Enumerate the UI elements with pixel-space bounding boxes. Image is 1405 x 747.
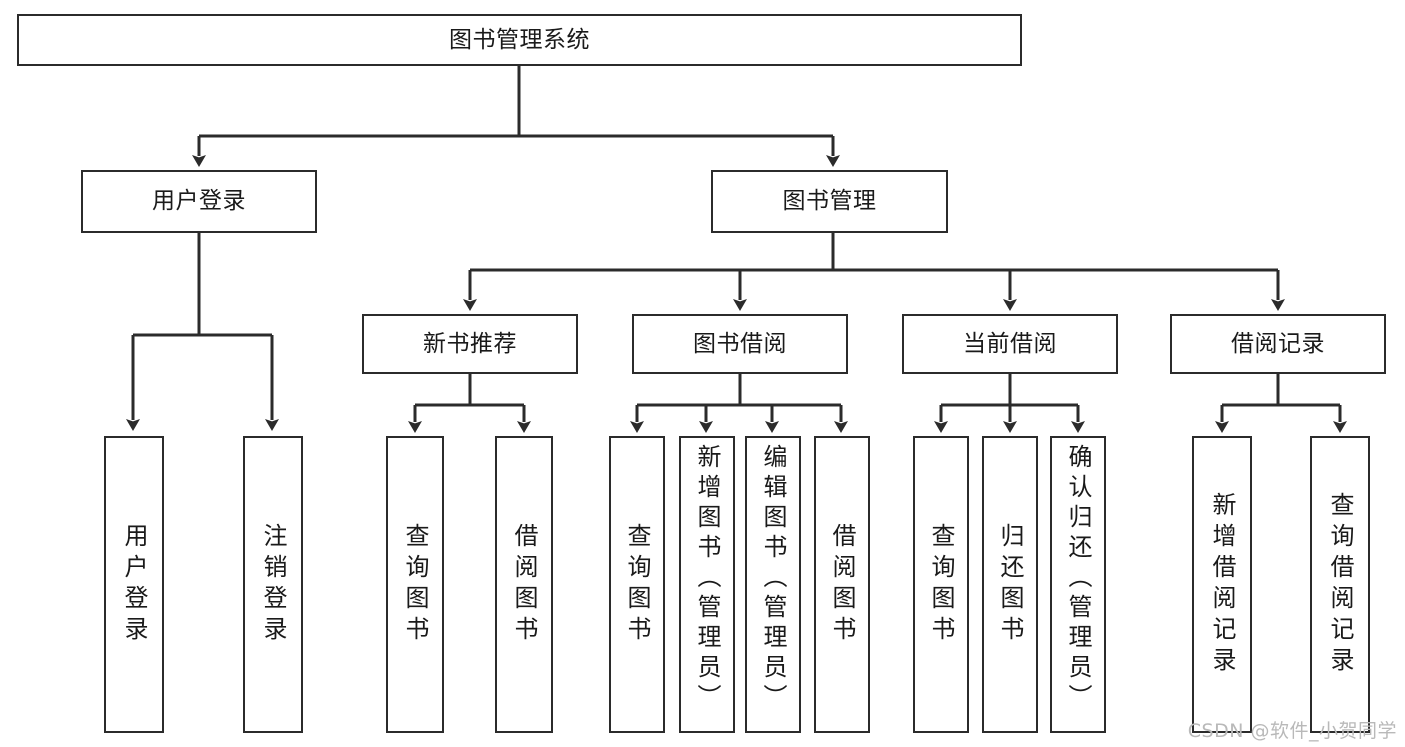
node-label: 查询图书 [927,522,955,647]
leaf-br-add-record[interactable]: 新增借阅记录 [1192,436,1252,733]
node-label: 查询借阅记录 [1326,491,1354,678]
node-book-borrow[interactable]: 图书借阅 [632,314,848,374]
node-label: 归还图书 [996,522,1024,647]
node-label: 新书推荐 [423,330,517,357]
node-label: 新增借阅记录 [1208,491,1236,678]
node-book-management[interactable]: 图书管理 [711,170,948,233]
node-label: 图书管理 [782,188,877,215]
csdn-watermark: CSDN @软件_小贺同学 [1187,720,1397,742]
node-label: 用户登录 [120,522,148,647]
node-current-borrow[interactable]: 当前借阅 [902,314,1118,374]
node-label: 图书借阅 [693,330,787,357]
node-label: 确认归还（管理员） [1064,444,1092,714]
node-label: 编辑图书（管理员） [759,444,787,714]
leaf-bb-add-book-admin[interactable]: 新增图书（管理员） [679,436,735,733]
node-user-login[interactable]: 用户登录 [81,170,317,233]
leaf-bb-query-book[interactable]: 查询图书 [609,436,665,733]
node-label: 用户登录 [152,188,246,215]
node-new-book-recommend[interactable]: 新书推荐 [362,314,578,374]
leaf-logout[interactable]: 注销登录 [243,436,303,733]
leaf-cb-query-book[interactable]: 查询图书 [913,436,969,733]
leaf-bb-edit-book-admin[interactable]: 编辑图书（管理员） [745,436,801,733]
node-label: 查询图书 [623,522,651,647]
leaf-nb-borrow-book[interactable]: 借阅图书 [495,436,553,733]
node-label: 图书管理系统 [449,26,590,53]
leaf-bb-borrow-book[interactable]: 借阅图书 [814,436,870,733]
leaf-cb-confirm-return-admin[interactable]: 确认归还（管理员） [1050,436,1106,733]
node-label: 借阅图书 [828,522,856,647]
leaf-cb-return-book[interactable]: 归还图书 [982,436,1038,733]
node-label: 当前借阅 [963,330,1057,357]
leaf-nb-query-book[interactable]: 查询图书 [386,436,444,733]
leaf-user-login[interactable]: 用户登录 [104,436,164,733]
node-borrow-record[interactable]: 借阅记录 [1170,314,1386,374]
node-label: 查询图书 [401,522,429,647]
node-label: 借阅图书 [510,522,538,647]
leaf-br-query-record[interactable]: 查询借阅记录 [1310,436,1370,733]
node-root-system[interactable]: 图书管理系统 [17,14,1022,66]
node-label: 借阅记录 [1231,330,1325,357]
node-label: 新增图书（管理员） [693,444,721,714]
node-label: 注销登录 [259,522,287,647]
